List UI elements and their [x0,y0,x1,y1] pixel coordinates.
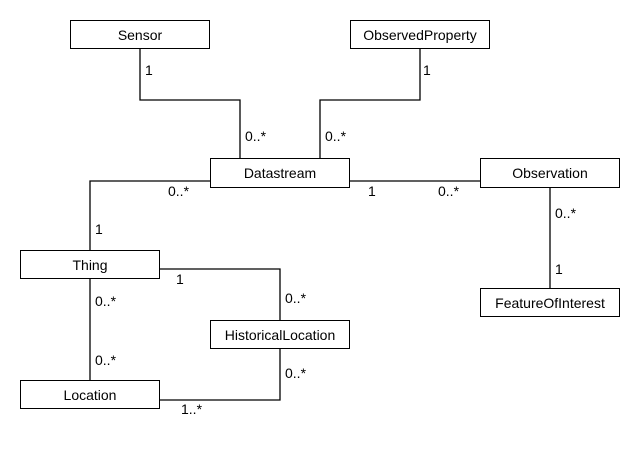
entity-box-datastream: Datastream [210,158,350,188]
multiplicity-label-thing-datastream-1: 1 [95,221,103,237]
entity-box-thing: Thing [20,250,160,279]
multiplicity-label-thing-historicallocation-0: 1 [176,271,184,287]
entity-box-historical-location: HistoricalLocation [210,320,350,349]
entity-box-feature-of-interest: FeatureOfInterest [480,288,620,317]
connector-location-historicallocation [160,349,281,401]
entity-box-location: Location [20,380,160,409]
multiplicity-label-thing-historicallocation-1: 0..* [285,290,307,306]
connector-sensor-datastream [139,49,241,158]
multiplicity-label-observedproperty-datastream-1: 0..* [325,128,347,144]
entity-box-observed-property: ObservedProperty [350,20,490,49]
multiplicity-label-location-historicallocation-1: 0..* [285,365,307,381]
connector-observedproperty-datastream [319,49,421,158]
multiplicity-label-datastream-observation-0: 1 [368,183,376,199]
multiplicity-label-datastream-observation-1: 0..* [438,183,460,199]
multiplicity-label-sensor-datastream-0: 1 [145,62,153,78]
connector-thing-historicallocation [160,268,281,320]
multiplicity-label-observation-featureofinterest-0: 0..* [555,205,577,221]
multiplicity-label-observedproperty-datastream-0: 1 [423,62,431,78]
multiplicity-label-observation-featureofinterest-1: 1 [555,261,563,277]
multiplicity-label-thing-datastream-0: 0..* [168,183,190,199]
multiplicity-label-thing-location-1: 0..* [95,352,117,368]
multiplicity-label-sensor-datastream-1: 0..* [245,128,267,144]
entity-box-observation: Observation [480,158,620,188]
entity-box-sensor: Sensor [70,20,210,49]
connector-thing-datastream [89,180,210,250]
multiplicity-label-location-historicallocation-0: 1..* [181,401,203,417]
multiplicity-label-thing-location-0: 0..* [95,293,117,309]
